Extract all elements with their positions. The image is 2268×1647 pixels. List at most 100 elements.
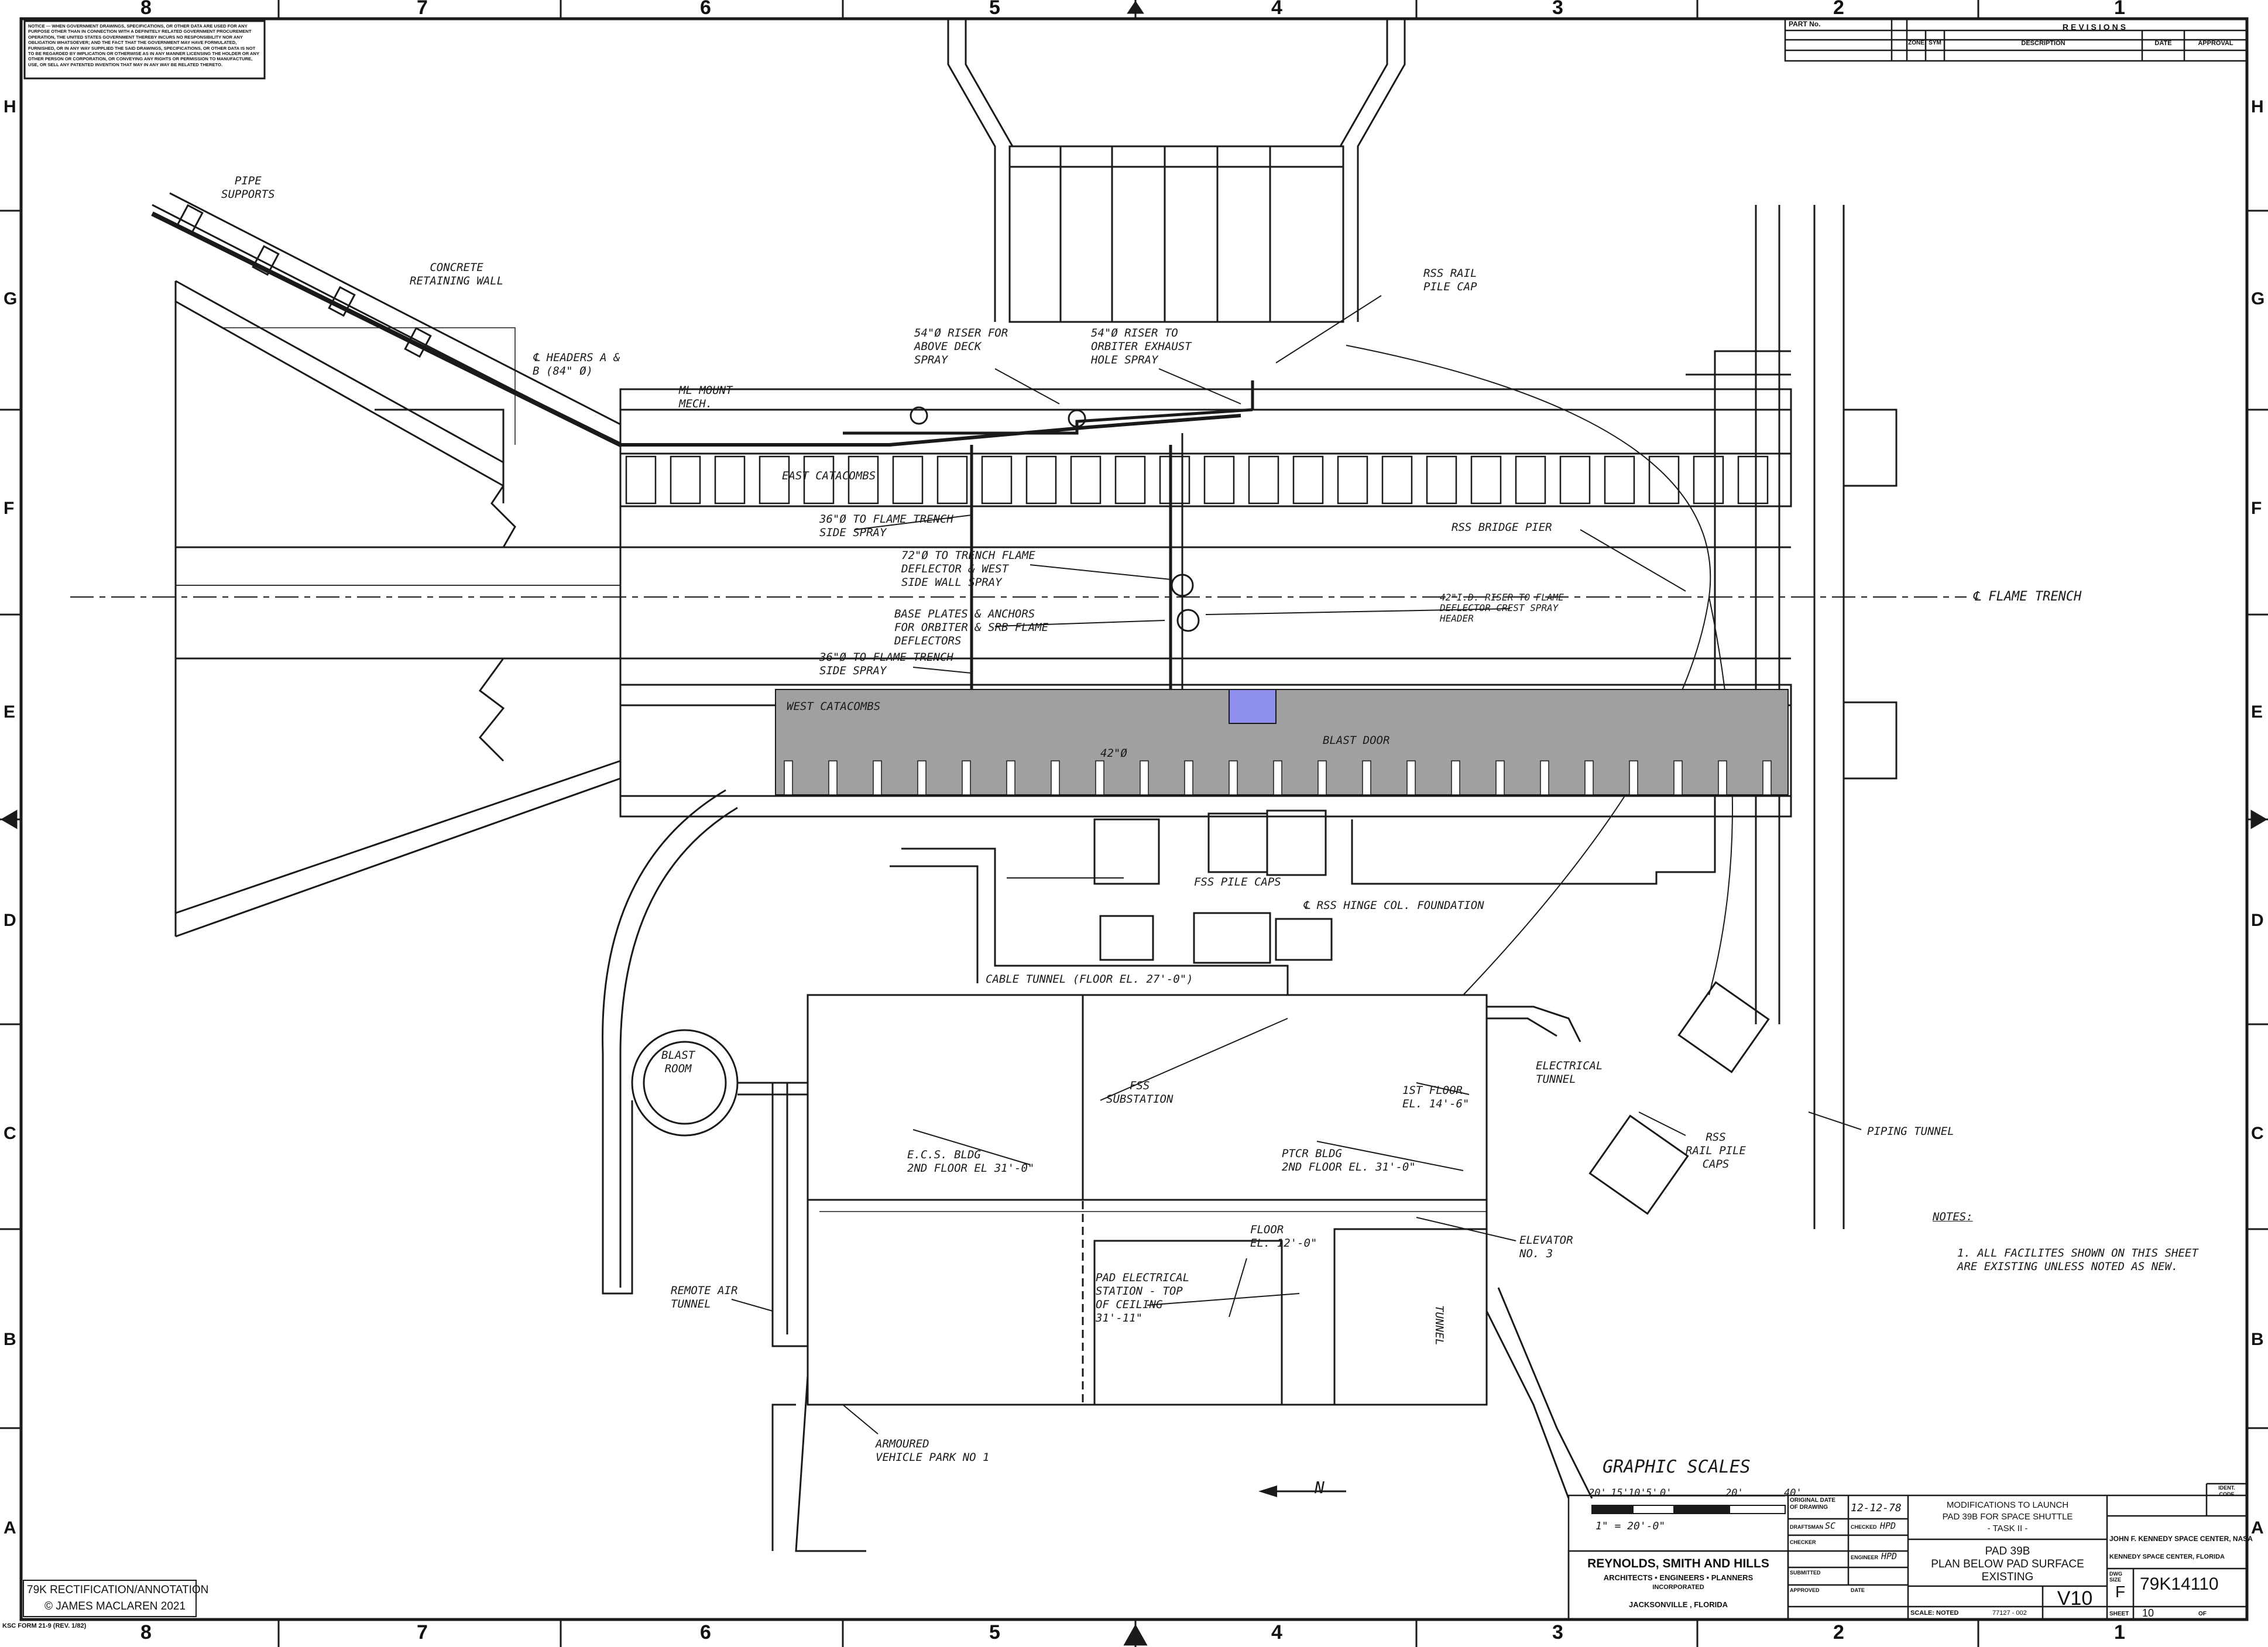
label-flame-trench-side-spray-upper: 36"Ø TO FLAME TRENCH SIDE SPRAY (819, 513, 953, 539)
east-catacomb-cell (981, 455, 1013, 505)
checked-label: CHECKED (1851, 1524, 1877, 1530)
grid-col-bottom-4: 4 (1271, 1621, 1282, 1643)
grid-col-bottom-3: 3 (1552, 1621, 1563, 1643)
west-catacomb-divider (1406, 760, 1416, 795)
west-catacomb-divider (1762, 760, 1772, 795)
grid-col-top-6: 6 (700, 0, 711, 19)
revisions-part-no: PART No. (1789, 20, 1821, 28)
label-floor-el: FLOOR EL. 12'-0" (1250, 1223, 1317, 1250)
scale-tick-40: 40' (1784, 1487, 1802, 1499)
west-catacomb-divider (1006, 760, 1015, 795)
checked-value: HPD (1880, 1521, 1896, 1531)
label-pipe-supports: PIPE SUPPORTS (221, 174, 275, 201)
scale-title: GRAPHIC SCALES (1603, 1457, 1751, 1477)
original-date-value: 12-12-78 (1851, 1502, 1902, 1514)
north-arrow (1258, 1485, 1346, 1497)
label-rss-rail-pile-cap: RSS RAIL PILE CAP (1423, 267, 1477, 293)
label-electrical-tunnel: ELECTRICAL TUNNEL (1536, 1059, 1603, 1086)
west-catacomb-divider (1140, 760, 1149, 795)
annotation-line-2: © JAMES MACLAREN 2021 (44, 1600, 186, 1612)
east-catacomb-cell (936, 455, 968, 505)
label-blast-room: BLAST ROOM (661, 1049, 695, 1075)
grid-row-left-a: A (4, 1518, 16, 1538)
grid-col-top-7: 7 (417, 0, 428, 19)
sheet-label: SHEET (2109, 1611, 2129, 1617)
grid-col-top-2: 2 (1833, 0, 1844, 19)
space-center-name: JOHN F. KENNEDY SPACE CENTER, NASA (2109, 1535, 2253, 1543)
engineer-value: HPD (1881, 1551, 1898, 1562)
revisions-col-zone: ZONE (1908, 40, 1924, 46)
west-catacomb-divider (1229, 760, 1238, 795)
label-fss-pile-caps: FSS PILE CAPS (1194, 876, 1281, 888)
east-catacomb-cell (1025, 455, 1057, 505)
annotation-line-1: 79K RECTIFICATION/ANNOTATION (27, 1584, 209, 1596)
grid-row-left-h: H (4, 97, 16, 116)
notes-title: NOTES: (1933, 1210, 1973, 1223)
label-riser-above-deck: 54"Ø RISER FOR ABOVE DECK SPRAY (914, 327, 1008, 366)
blast-door-highlight (1229, 689, 1277, 724)
label-first-floor: 1st FLOOR EL. 14'-6" (1402, 1084, 1470, 1110)
label-retaining-wall: CONCRETE RETAINING WALL (410, 261, 504, 287)
firm-block (1567, 1550, 1789, 1621)
scale-ratio: 1" = 20'-0" (1596, 1520, 1666, 1532)
east-catacomb-cell (803, 455, 835, 505)
disclaimer-text: NOTICE — WHEN GOVERNMENT DRAWINGS, SPECI… (28, 23, 259, 67)
modification-title: MODIFICATIONS TO LAUNCH PAD 39B FOR SPAC… (1942, 1500, 2073, 1533)
east-catacomb-cell (1470, 455, 1502, 505)
notes-body: 1. ALL FACILITES SHOWN ON THIS SHEET ARE… (1957, 1247, 2198, 1273)
grid-col-bottom-5: 5 (989, 1621, 1000, 1643)
label-tunnel: TUNNEL (1433, 1305, 1446, 1346)
firm-city: JACKSONVILLE , FLORIDA (1628, 1600, 1728, 1609)
east-catacomb-cell (1604, 455, 1635, 505)
east-catacomb-cell (1515, 455, 1546, 505)
east-catacomb-cell (714, 455, 746, 505)
grid-col-top-4: 4 (1271, 0, 1282, 19)
grid-col-bottom-6: 6 (700, 1621, 711, 1643)
grid-row-right-f: F (2251, 499, 2262, 518)
grid-row-left-e: E (4, 702, 16, 722)
firm-inc: INCORPORATED (1652, 1584, 1704, 1591)
label-piping-tunnel: PIPING TUNNEL (1867, 1125, 1954, 1138)
grid-row-right-g: G (2251, 289, 2265, 308)
label-fss-substation: FSS SUBSTATION (1106, 1079, 1174, 1106)
annotation-box (23, 1580, 197, 1617)
east-catacomb-cell (1737, 455, 1769, 505)
ident-code-label: IDENT. CODE (2218, 1485, 2235, 1497)
west-catacomb-divider (1051, 760, 1060, 795)
label-armoured-vehicle: ARMOURED VEHICLE PARK No 1 (876, 1437, 990, 1464)
west-catacomb-divider (1451, 760, 1460, 795)
scale-tick-0: 0' (1660, 1487, 1672, 1499)
dwg-size-label: DWG SIZE (2109, 1571, 2122, 1583)
east-catacomb-cell (892, 455, 924, 505)
leader-lines (731, 295, 1862, 1435)
center-arrow-top (1127, 1, 1144, 14)
label-ecs-bldg: E.C.S. BLDG 2nd FLOOR EL 31'-0" (907, 1148, 1035, 1175)
center-arrow-bottom (1123, 1624, 1148, 1646)
grid-col-top-3: 3 (1552, 0, 1563, 19)
sheet-number: 10 (2142, 1607, 2154, 1619)
west-catacomb-divider (828, 760, 838, 795)
grid-row-right-h: H (2251, 97, 2264, 116)
east-catacomb-cell (759, 455, 790, 505)
west-catacomb-divider (1273, 760, 1282, 795)
east-catacomb-cell (1426, 455, 1457, 505)
drawing-number: 79K14110 (2140, 1574, 2219, 1594)
label-blast-door: BLAST DOOR (1323, 734, 1390, 747)
label-east-catacombs: EAST CATACOMBS (782, 469, 876, 482)
west-catacomb-divider (1362, 760, 1371, 795)
label-rss-hinge: ℄ RSS HINGE COL. FOUNDATION (1303, 899, 1484, 912)
grid-row-right-b: B (2251, 1330, 2264, 1349)
grid-row-left-b: B (4, 1330, 16, 1349)
dwg-size-value: F (2115, 1583, 2126, 1601)
grid-col-top-8: 8 (140, 0, 152, 19)
east-catacomb-cell (1559, 455, 1591, 505)
submitted-label: SUBMITTED (1790, 1570, 1821, 1576)
grid-row-left-c: C (4, 1124, 16, 1143)
east-catacomb-cell (1070, 455, 1102, 505)
firm-sub: ARCHITECTS • ENGINEERS • PLANNERS (1603, 1573, 1754, 1582)
west-catacomb-divider (1540, 760, 1549, 795)
east-catacomb-cell (1337, 455, 1368, 505)
revisions-col-description: DESCRIPTION (2021, 40, 2065, 47)
lower-complex (602, 345, 1770, 1552)
